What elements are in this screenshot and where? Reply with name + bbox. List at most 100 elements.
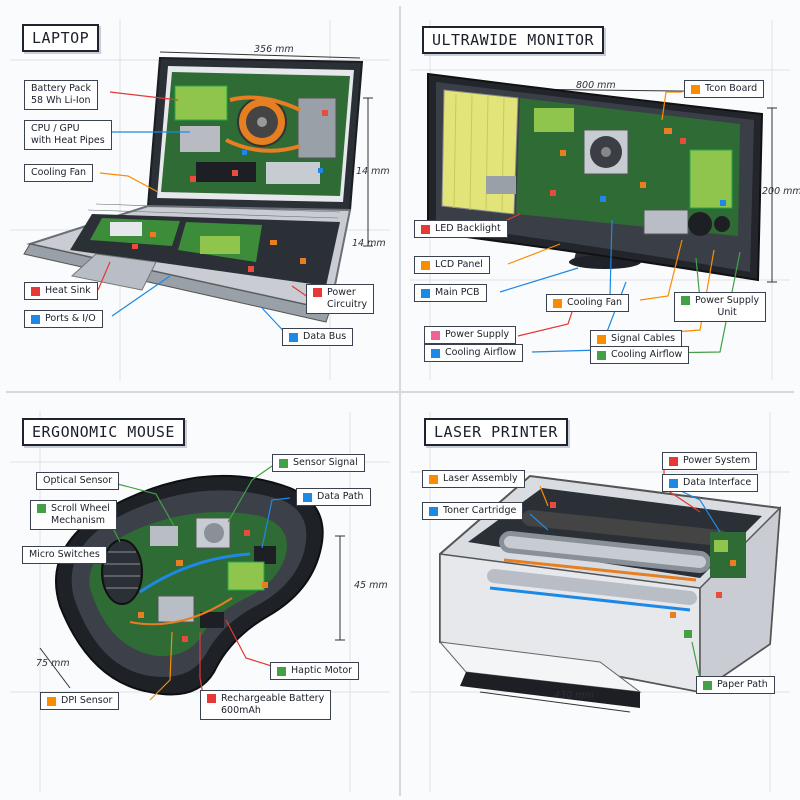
callout-micro-switches: Micro Switches (22, 546, 107, 564)
green-swatch (597, 351, 606, 360)
orange-swatch (691, 85, 700, 94)
blue-swatch (669, 479, 678, 488)
orange-swatch (429, 475, 438, 484)
callout-cooling-fan: Cooling Fan (24, 164, 94, 182)
red-swatch (669, 457, 678, 466)
heat-sink-label: Heat Sink (45, 285, 91, 296)
toner-cartridge-label: Toner Cartridge (443, 505, 517, 516)
cooling-fan-label: Cooling Fan (567, 297, 623, 308)
callout-laser-assembly: Laser Assembly (422, 470, 525, 488)
blue-swatch (429, 507, 438, 516)
pink-swatch (431, 331, 440, 340)
orange-swatch (47, 697, 56, 706)
green-swatch (279, 459, 288, 468)
callout-haptic-motor: Haptic Motor (270, 662, 360, 680)
monitor-panel: ULTRAWIDE MONITOR 800 mm 200 mm Tcon Boa… (400, 0, 800, 392)
cooling-fan-label: Cooling Fan (31, 167, 87, 178)
callout-cpu-gpu: CPU / GPU with Heat Pipes (24, 120, 112, 150)
callout-power-supply: Power Supply (424, 326, 517, 344)
horizontal-divider (6, 391, 794, 393)
callout-heat-sink: Heat Sink (24, 282, 98, 300)
callout-toner-cartridge: Toner Cartridge (422, 502, 524, 520)
tcon-board-label: Tcon Board (705, 83, 758, 94)
callout-optical-sensor: Optical Sensor (36, 472, 120, 490)
power-system-label: Power System (683, 455, 751, 466)
mouse-panel: ERGONOMIC MOUSE 45 mm 75 mm Optical Sens… (0, 392, 400, 800)
printer-title: LASER PRINTER (424, 418, 568, 446)
callout-battery-pack: Battery Pack 58 Wh Li-Ion (24, 80, 99, 110)
callout-sensor-signal: Sensor Signal (272, 454, 365, 472)
callout-ports-io: Ports & I/O (24, 310, 103, 328)
laptop-illustration (10, 20, 390, 380)
power-supply-unit-label: Power Supply Unit (695, 295, 760, 318)
callout-paper-path: Paper Path (696, 676, 775, 694)
cooling-airflow-right-label: Cooling Airflow (611, 349, 683, 360)
orange-swatch (421, 261, 430, 270)
cpu-gpu-label: CPU / GPU with Heat Pipes (31, 123, 105, 146)
lcd-panel-label: LCD Panel (435, 259, 483, 270)
signal-cables-label: Signal Cables (611, 333, 676, 344)
green-swatch (37, 504, 46, 513)
red-swatch (421, 225, 430, 234)
monitor-width-dimension: 800 mm (576, 80, 616, 91)
printer-illustration (410, 412, 790, 792)
data-bus-label: Data Bus (303, 331, 347, 342)
haptic-motor-label: Haptic Motor (291, 665, 353, 676)
blue-swatch (421, 289, 430, 298)
battery-pack-label: Battery Pack 58 Wh Li-Ion (31, 83, 92, 106)
paper-path-label: Paper Path (717, 679, 768, 690)
ports-io-label: Ports & I/O (45, 313, 96, 324)
mouse-height-dimension: 45 mm (354, 580, 388, 591)
orange-swatch (597, 335, 606, 344)
data-path-label: Data Path (317, 491, 364, 502)
orange-swatch (553, 299, 562, 308)
printer-panel: LASER PRINTER 430 mm Laser Assembly Tone… (400, 392, 800, 800)
callout-data-interface: Data Interface (662, 474, 759, 492)
main-pcb-label: Main PCB (435, 287, 480, 298)
micro-switches-label: Micro Switches (29, 549, 100, 560)
blue-swatch (31, 315, 40, 324)
sensor-signal-label: Sensor Signal (293, 457, 358, 468)
laptop-title: LAPTOP (22, 24, 100, 52)
callout-cooling-fan: Cooling Fan (546, 294, 630, 312)
printer-width-dimension: 430 mm (554, 690, 594, 701)
callout-dpi-sensor: DPI Sensor (40, 692, 120, 710)
laptop-width-dimension: 356 mm (254, 44, 294, 55)
callout-tcon-board: Tcon Board (684, 80, 765, 98)
data-interface-label: Data Interface (683, 477, 752, 488)
mouse-title: ERGONOMIC MOUSE (22, 418, 185, 446)
green-swatch (277, 667, 286, 676)
vertical-divider (399, 6, 401, 796)
callout-power-circuitry: Power Circuitry (306, 284, 375, 314)
callout-cooling-airflow-right: Cooling Airflow (590, 346, 690, 364)
mouse-illustration (10, 412, 390, 792)
scroll-wheel-label: Scroll Wheel Mechanism (51, 503, 110, 526)
monitor-illustration (410, 20, 790, 380)
callout-main-pcb: Main PCB (414, 284, 487, 302)
callout-led-backlight: LED Backlight (414, 220, 508, 238)
power-supply-label: Power Supply (445, 329, 510, 340)
rechargeable-battery-label: Rechargeable Battery 600mAh (221, 693, 325, 716)
power-circuitry-label: Power Circuitry (327, 287, 368, 310)
dpi-sensor-label: DPI Sensor (61, 695, 113, 706)
callout-data-path: Data Path (296, 488, 371, 506)
callout-data-bus: Data Bus (282, 328, 354, 346)
green-swatch (681, 296, 690, 305)
led-backlight-label: LED Backlight (435, 223, 501, 234)
blue-swatch (303, 493, 312, 502)
red-swatch (207, 694, 216, 703)
callout-scroll-wheel: Scroll Wheel Mechanism (30, 500, 117, 530)
laptop-height-dimension-bottom: 14 mm (352, 238, 386, 249)
blue-swatch (289, 333, 298, 342)
laser-assembly-label: Laser Assembly (443, 473, 518, 484)
monitor-height-dimension: 200 mm (762, 186, 800, 197)
cooling-airflow-left-label: Cooling Airflow (445, 347, 517, 358)
mouse-width-dimension: 75 mm (36, 658, 70, 669)
callout-rechargeable-battery: Rechargeable Battery 600mAh (200, 690, 332, 720)
laptop-panel: LAPTOP 356 mm 14 mm 14 mm Battery Pack 5… (0, 0, 400, 392)
callout-cooling-airflow-left: Cooling Airflow (424, 344, 524, 362)
red-swatch (31, 287, 40, 296)
red-swatch (313, 288, 322, 297)
optical-sensor-label: Optical Sensor (43, 475, 113, 486)
